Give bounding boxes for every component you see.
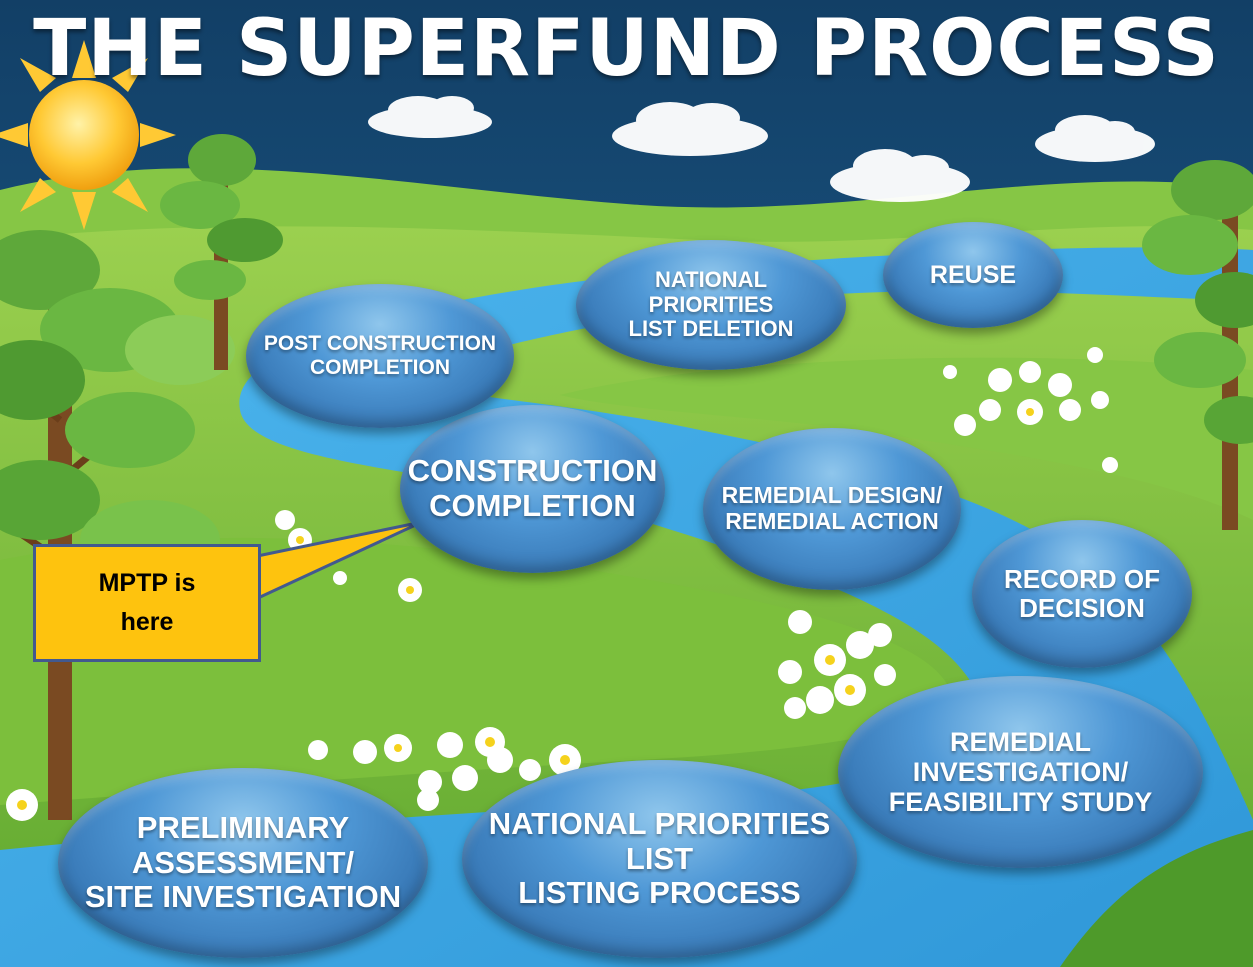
stage-reuse: REUSE bbox=[883, 222, 1063, 328]
stage-label: CONSTRUCTION COMPLETION bbox=[407, 453, 658, 523]
daisy-centers bbox=[17, 408, 1034, 810]
daisy-cluster-bottom bbox=[308, 727, 581, 811]
cloud-4 bbox=[1035, 115, 1155, 162]
stage-record-of-decision: RECORD OF DECISION bbox=[972, 520, 1192, 668]
daisies bbox=[6, 347, 1118, 821]
stage-remedial-investigation: REMEDIAL INVESTIGATION/ FEASIBILITY STUD… bbox=[838, 676, 1203, 868]
mptp-callout: MPTP is here bbox=[33, 544, 261, 662]
grass-peninsula bbox=[560, 357, 1253, 520]
stage-label: REMEDIAL DESIGN/ REMEDIAL ACTION bbox=[721, 482, 943, 534]
cloud-2 bbox=[612, 102, 768, 156]
daisy-cluster-middle bbox=[778, 610, 896, 719]
stage-preliminary-assessment: PRELIMINARY ASSESSMENT/ SITE INVESTIGATI… bbox=[58, 768, 428, 958]
stage-label: REUSE bbox=[929, 261, 1017, 289]
tree-right bbox=[1142, 160, 1253, 530]
tree-left-back bbox=[160, 134, 283, 370]
stage-label: REMEDIAL INVESTIGATION/ FEASIBILITY STUD… bbox=[888, 726, 1153, 818]
callout-text: MPTP is here bbox=[98, 569, 196, 636]
cloud-3 bbox=[830, 149, 970, 202]
grass-corner bbox=[1060, 830, 1253, 967]
page-title: THE SUPERFUND PROCESS bbox=[33, 4, 1220, 94]
stage-npl-listing: NATIONAL PRIORITIES LIST LISTING PROCESS bbox=[462, 760, 857, 958]
stage-label: NATIONAL PRIORITIES LIST DELETION bbox=[628, 267, 794, 342]
stage-label: RECORD OF DECISION bbox=[1004, 563, 1160, 623]
stage-remedial-design: REMEDIAL DESIGN/ REMEDIAL ACTION bbox=[703, 428, 961, 590]
stage-label: PRELIMINARY ASSESSMENT/ SITE INVESTIGATI… bbox=[84, 809, 402, 915]
clouds bbox=[368, 96, 1155, 202]
sun-icon bbox=[0, 40, 176, 230]
stage-label: NATIONAL PRIORITIES LIST LISTING PROCESS bbox=[488, 805, 831, 911]
stage-npl-deletion: NATIONAL PRIORITIES LIST DELETION bbox=[576, 240, 846, 370]
stage-label: POST CONSTRUCTION COMPLETION bbox=[263, 332, 497, 379]
stage-post-construction-completion: POST CONSTRUCTION COMPLETION bbox=[246, 284, 514, 428]
cloud-1 bbox=[368, 96, 492, 138]
stage-construction-completion: CONSTRUCTION COMPLETION bbox=[400, 405, 665, 573]
